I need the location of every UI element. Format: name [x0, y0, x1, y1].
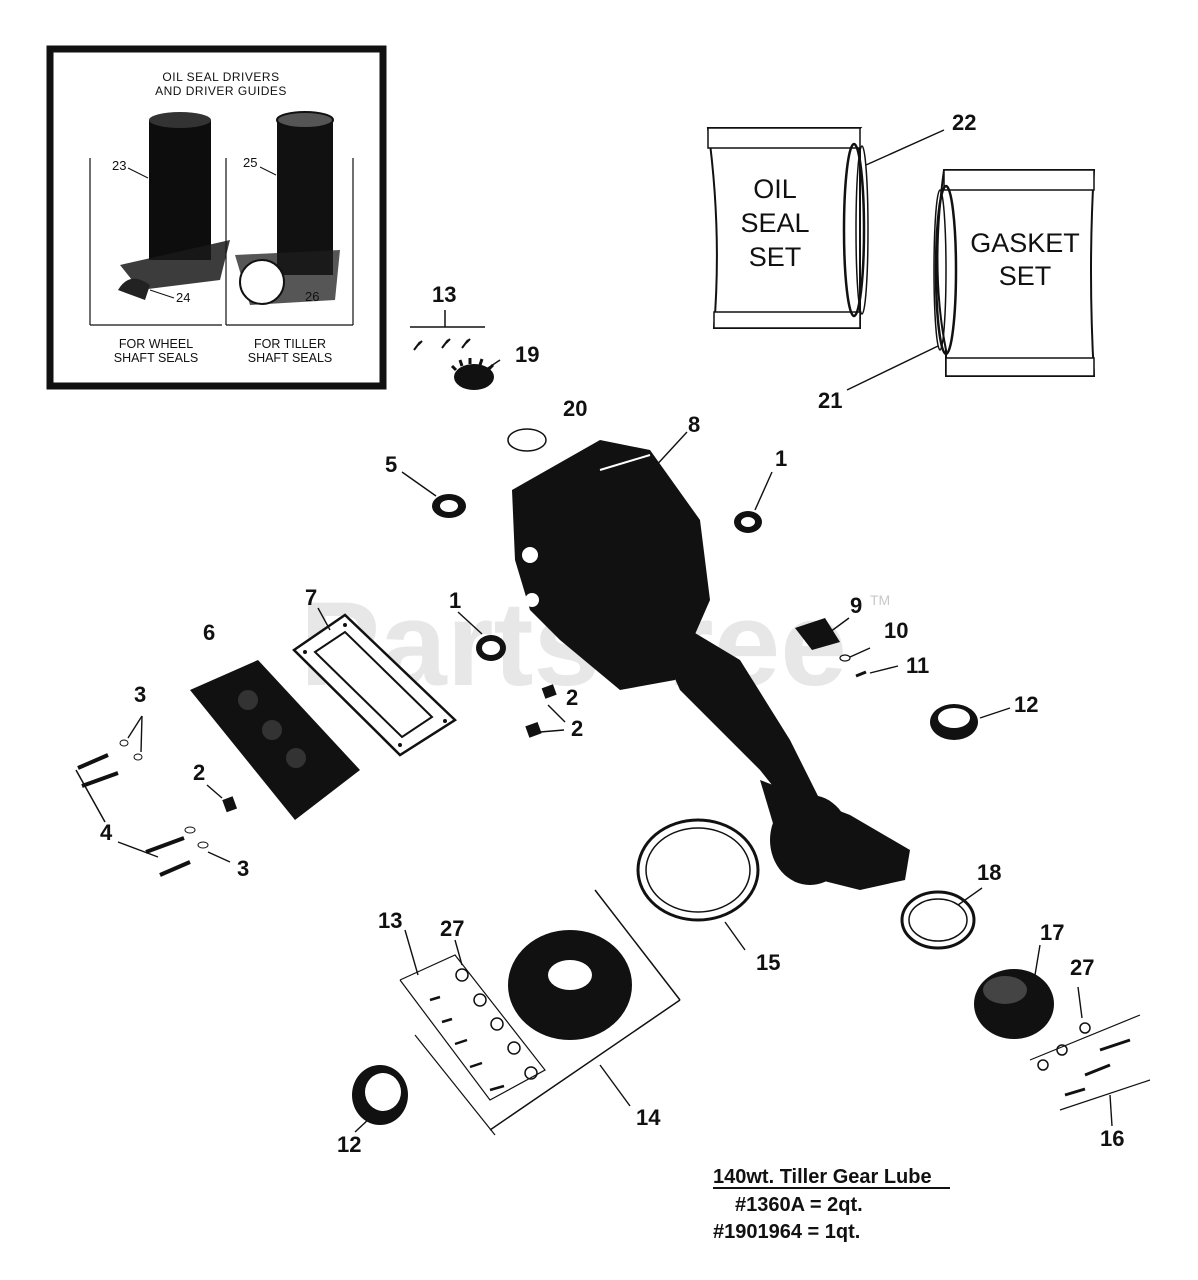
part-15-gasket [636, 818, 760, 922]
part-16-27-hardware-group [1029, 1014, 1151, 1111]
callout-19: 19 [515, 342, 539, 367]
gasket-bag-line2: SET [999, 261, 1052, 291]
oil-seal-bag-line1: OIL [753, 174, 797, 204]
part-8-transmission-housing [512, 440, 910, 890]
part-2-plug-upper [541, 684, 557, 699]
part-17-hub [974, 969, 1054, 1039]
part-2-plug-left [222, 796, 238, 813]
callout-27-right: 27 [1070, 955, 1094, 980]
oil-seal-set-bag: OIL SEAL SET [706, 127, 869, 329]
callout-12-right: 12 [1014, 692, 1038, 717]
callout-2-middle: 2 [566, 685, 578, 710]
callout-14: 14 [636, 1105, 661, 1130]
part-1-seal-middle [476, 635, 506, 661]
callout-3-top: 3 [134, 682, 146, 707]
callout-10: 10 [884, 618, 908, 643]
callout-15: 15 [756, 950, 780, 975]
gasket-bag-line1: GASKET [970, 228, 1080, 258]
inset-label-26: 26 [305, 289, 319, 304]
part-12-bearing-right [930, 704, 978, 740]
lube-note-line2: #1901964 = 1qt. [713, 1221, 860, 1243]
inset-oil-seal-drivers: OIL SEAL DRIVERS AND DRIVER GUIDES 23 24… [46, 45, 387, 390]
callout-27-left: 27 [440, 916, 464, 941]
inset-caption-left-1: FOR WHEEL [119, 337, 193, 351]
part-4-screws [75, 753, 191, 877]
lube-note-line1: #1360A = 2qt. [735, 1194, 863, 1216]
part-14-large-gear [489, 889, 681, 1131]
driver-25 [235, 111, 340, 305]
part-12-bearing-bottom [352, 1065, 408, 1125]
callout-20: 20 [563, 396, 587, 421]
part-9-clip [795, 618, 840, 650]
inset-caption-left-2: SHAFT SEALS [114, 351, 199, 365]
inset-label-24: 24 [176, 290, 190, 305]
part-2-plug-lower [525, 721, 542, 738]
inset-title-line1: OIL SEAL DRIVERS [162, 70, 279, 84]
inset-caption-right-2: SHAFT SEALS [248, 351, 333, 365]
callout-8: 8 [688, 412, 700, 437]
inset-caption-right-1: FOR TILLER [254, 337, 326, 351]
callout-4: 4 [100, 820, 113, 845]
lube-note: 140wt. Tiller Gear Lube #1360A = 2qt. #1… [713, 1166, 950, 1243]
callout-3-bottom: 3 [237, 856, 249, 881]
watermark-tm: TM [870, 592, 890, 608]
inset-label-25: 25 [243, 155, 257, 170]
part-13-pins [410, 310, 485, 351]
callout-21: 21 [818, 388, 842, 413]
part-5-seal [432, 494, 466, 518]
callout-11: 11 [906, 653, 929, 678]
callout-22: 22 [952, 110, 976, 135]
leader-lines [117, 129, 1113, 1133]
callout-2-lower: 2 [571, 716, 583, 741]
part-11-screw [855, 670, 867, 678]
gasket-set-bag: GASKET SET [933, 169, 1096, 377]
callout-1-right: 1 [775, 446, 787, 471]
callout-1-middle: 1 [449, 588, 461, 613]
driver-23 [118, 112, 230, 300]
callout-17: 17 [1040, 920, 1064, 945]
inset-title-line2: AND DRIVER GUIDES [155, 84, 287, 98]
callout-9: 9 [850, 593, 862, 618]
callout-6: 6 [203, 620, 215, 645]
callout-5: 5 [385, 452, 397, 477]
callout-7: 7 [305, 585, 317, 610]
lube-note-title: 140wt. Tiller Gear Lube [713, 1166, 932, 1188]
callout-12-bottom: 12 [337, 1132, 361, 1157]
oil-seal-bag-line3: SET [749, 242, 802, 272]
part-10-washer [839, 654, 851, 662]
part-1-seal-right [734, 511, 762, 533]
inset-label-23: 23 [112, 158, 126, 173]
part-20-o-ring [507, 428, 547, 452]
part-3-washers [119, 739, 209, 849]
part-13-27-hardware-group [399, 954, 546, 1136]
part-18-gasket [900, 890, 976, 950]
callout-2-left: 2 [193, 760, 205, 785]
oil-seal-bag-line2: SEAL [740, 208, 809, 238]
part-19-gear [450, 358, 495, 390]
callout-13-top: 13 [432, 282, 456, 307]
callout-13-bottom: 13 [378, 908, 402, 933]
callout-18: 18 [977, 860, 1001, 885]
callout-16: 16 [1100, 1126, 1124, 1151]
part-6-cover [190, 660, 360, 820]
